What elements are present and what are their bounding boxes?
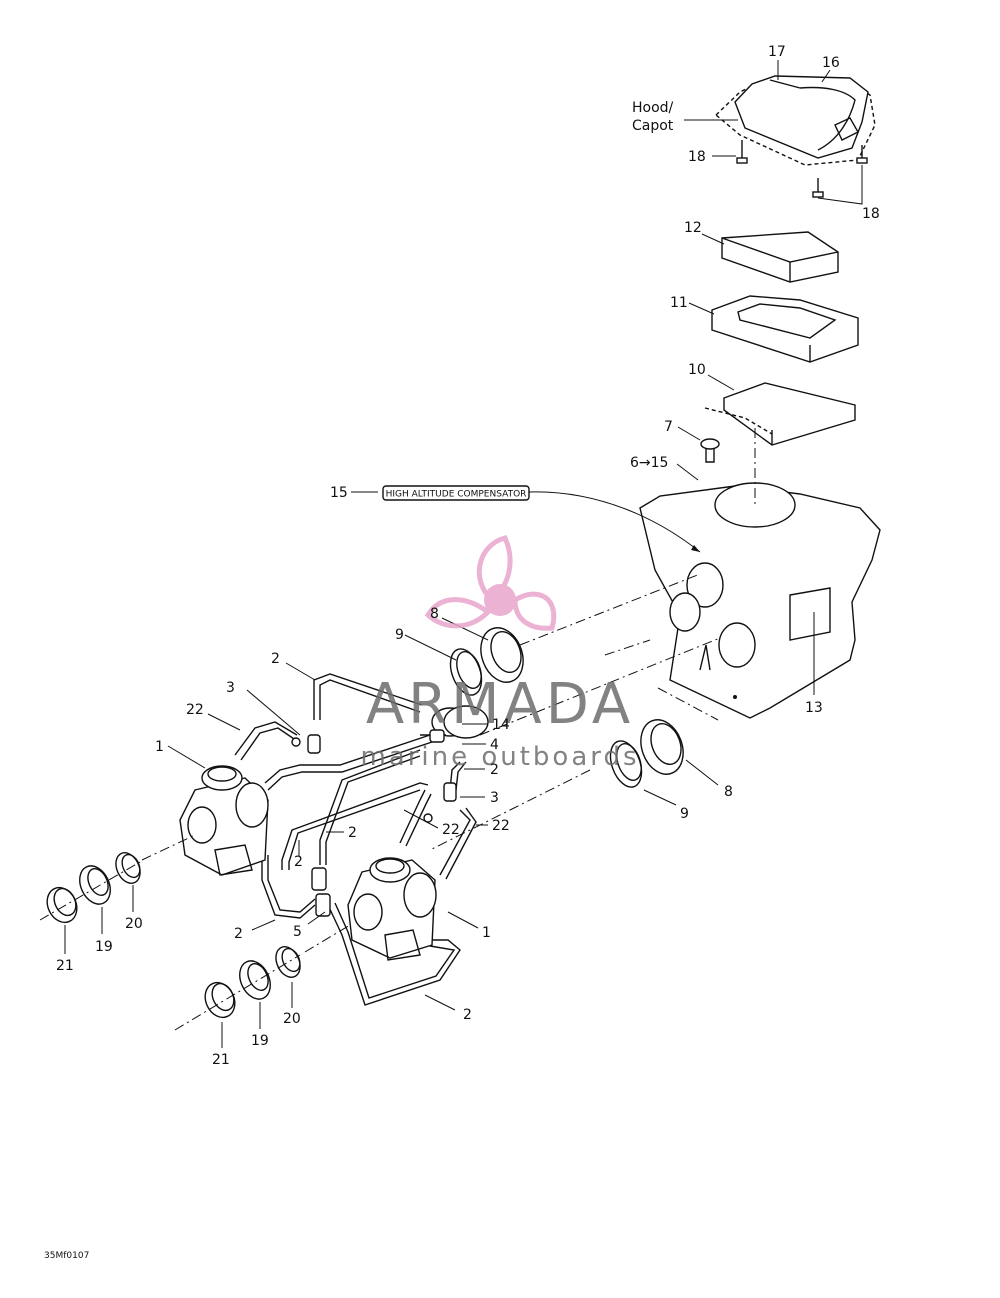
callout-20-upper: 20 [125, 916, 143, 932]
carburetor-1-lower [347, 857, 437, 961]
callout-19-upper: 19 [95, 939, 113, 955]
callout-2-f: 2 [463, 1007, 472, 1023]
callout-10: 10 [688, 362, 706, 378]
callout-13: 13 [805, 700, 823, 716]
watermark: ARMADA marine outboards [360, 535, 639, 772]
callout-11: 11 [670, 295, 688, 311]
callout-8-upper: 8 [430, 606, 439, 622]
callout-4: 4 [490, 737, 499, 753]
filter-frame-11 [711, 295, 859, 363]
compensator-14 [420, 705, 489, 739]
air-filter-12 [721, 231, 839, 283]
drawing-code: 35Mf0107 [44, 1251, 89, 1261]
callout-1-upper: 1 [155, 739, 164, 755]
callout-2-e: 2 [234, 926, 243, 942]
screw-18-mid [812, 178, 824, 198]
callout-9-upper: 9 [395, 627, 404, 643]
callout-16: 16 [822, 55, 840, 71]
callout-7: 7 [664, 419, 673, 435]
callout-3-b: 3 [490, 790, 499, 806]
adapter-8-lower [640, 719, 684, 775]
clamp-set-lower [204, 946, 301, 1019]
callout-8-lower: 8 [724, 784, 733, 800]
callout-21-upper: 21 [56, 958, 74, 974]
callout-5: 5 [293, 924, 302, 940]
callout-14: 14 [492, 717, 510, 733]
screw-18-left [736, 140, 748, 164]
callout-19-lower: 19 [251, 1033, 269, 1049]
propeller-logo [424, 535, 557, 631]
hood-assembly [714, 75, 876, 198]
plate-10 [704, 382, 856, 446]
adapter-8-upper [480, 627, 524, 683]
callout-2-a: 2 [271, 651, 280, 667]
callout-21-lower: 21 [212, 1052, 230, 1068]
callout-17: 17 [768, 44, 786, 60]
fittings [291, 729, 457, 917]
screw-18-right [856, 145, 868, 164]
watermark-brand: ARMADA [366, 672, 634, 737]
callout-20-lower: 20 [283, 1011, 301, 1027]
callout-1-lower: 1 [482, 925, 491, 941]
callout-15: 15 [330, 485, 348, 501]
fastener-7 [700, 438, 720, 463]
callout-18-left: 18 [688, 149, 706, 165]
hoses [234, 673, 477, 1006]
callout-3-a: 3 [226, 680, 235, 696]
watermark-tagline: marine outboards [360, 742, 639, 772]
callout-22-a: 22 [186, 702, 204, 718]
decal-15: HIGH ALTITUDE COMPENSATOR [382, 485, 701, 553]
clamp-9-lower [609, 740, 643, 788]
silencer-box-13 [639, 482, 881, 719]
hood-label-line-2: Capot [632, 118, 674, 134]
callout-6-15: 6→15 [630, 455, 668, 471]
decal-text: HIGH ALTITUDE COMPENSATOR [386, 490, 527, 500]
callout-22-c: 22 [492, 818, 510, 834]
clamp-set-upper [46, 852, 141, 924]
carburetor-1-upper [179, 765, 269, 876]
callout-18-right: 18 [862, 206, 880, 222]
callout-2-d: 2 [294, 854, 303, 870]
callout-labels: Hood/ Capot 17 16 18 18 12 11 10 7 6→15 … [44, 44, 880, 1261]
hood-label-line-1: Hood/ [632, 100, 674, 116]
center-lines [39, 428, 756, 1031]
callout-9-lower: 9 [680, 806, 689, 822]
callout-2-b: 2 [490, 762, 499, 778]
clamp-9-upper [449, 648, 483, 696]
callout-12: 12 [684, 220, 702, 236]
callout-2-c: 2 [348, 825, 357, 841]
callout-22-b: 22 [442, 822, 460, 838]
leader-lines [64, 60, 863, 1048]
